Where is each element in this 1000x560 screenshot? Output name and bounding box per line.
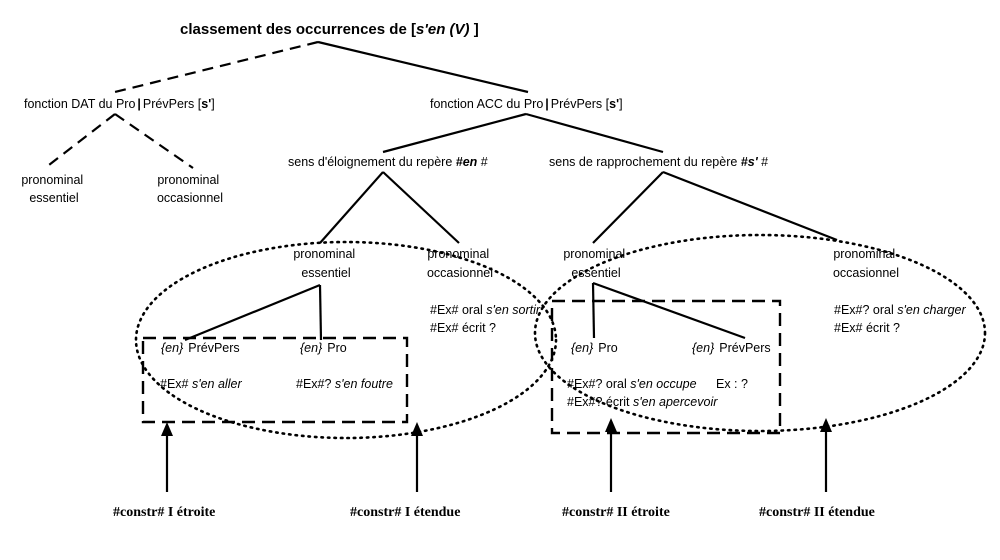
leaf-rap-pro: {en}Pro (571, 341, 618, 355)
edge-acc-eloignement (382, 112, 527, 154)
node-elo-pronominal-occasionnel: pronominal occasionnel (427, 247, 493, 280)
ellipse-construction-1 (134, 240, 558, 440)
edge-dat-essentiel (44, 113, 116, 169)
node-dat-pronominal-essentiel: pronominal essentiel (21, 173, 86, 205)
node-fonction-dat: fonction DAT du Pro|PrévPers [s'] (24, 97, 215, 111)
example-elo-occ-oral: #Ex# oral s'en sortir (430, 303, 541, 317)
example-rap-occ-oral: #Ex#? oral s'en charger (834, 303, 966, 317)
leaf-rap-prevpers: {en}PrévPers (692, 341, 771, 355)
leaf-elo-prevpers-example: #Ex# s'en aller (160, 377, 242, 391)
leaf-rap-pro-example-oral: #Ex#? oral s'en occupe (567, 377, 697, 391)
node-elo-pronominal-essentiel: pronominal essentiel (293, 247, 358, 280)
leaf-elo-prevpers: {en}PrévPers (161, 341, 240, 355)
edge-rap-ess-prevpers (592, 281, 746, 340)
ellipse-construction-2 (533, 233, 987, 433)
node-rap-pronominal-essentiel: pronominal essentiel (563, 247, 628, 280)
construction-2-etroite: #constr# II étroite (562, 505, 670, 520)
leaf-elo-pro: {en}Pro (300, 341, 347, 355)
edge-rap-occasionnel (662, 170, 838, 242)
edge-elo-occasionnel (382, 171, 460, 244)
arrow-1-head (161, 422, 173, 436)
example-rap-occ-ecrit: #Ex# écrit ? (834, 321, 900, 335)
edge-root-dat (114, 40, 319, 94)
edge-acc-rapprochement (525, 112, 664, 154)
edge-elo-ess-prevpers (184, 283, 321, 342)
box-construction-1-etroite (141, 336, 409, 424)
construction-1-etroite: #constr# I étroite (113, 505, 215, 520)
diagram-title: classement des occurrences de [s'en (V) … (180, 21, 479, 38)
arrows (161, 418, 832, 492)
node-sens-rapprochement: sens de rapprochement du repère #s' # (549, 155, 768, 169)
arrow-4-head (820, 418, 832, 432)
node-sens-eloignement: sens d'éloignement du repère #en # (288, 155, 488, 169)
edge-rap-ess-pro (591, 282, 596, 339)
arrow-3-head (605, 418, 617, 432)
edge-elo-ess-pro (318, 284, 323, 341)
edge-dat-occasionnel (114, 113, 194, 169)
node-fonction-acc: fonction ACC du Pro|PrévPers [s'] (430, 97, 623, 111)
leaf-elo-pro-example: #Ex#? s'en foutre (296, 377, 393, 391)
example-elo-occ-ecrit: #Ex# écrit ? (430, 321, 496, 335)
leaf-rap-prevpers-example: Ex : ? (716, 377, 748, 391)
edge-rap-essentiel (592, 171, 664, 244)
box-construction-2-etroite (550, 299, 782, 435)
construction-1-etendue: #constr# I étendue (350, 505, 460, 520)
node-dat-pronominal-occasionnel: pronominal occasionnel (157, 173, 223, 205)
leaf-rap-pro-example-ecrit: #Ex#? écrit s'en apercevoir (567, 395, 718, 409)
tree-edges (44, 40, 838, 342)
edge-root-acc (317, 40, 529, 94)
edge-elo-essentiel (319, 171, 384, 244)
construction-2-etendue: #constr# II étendue (759, 505, 875, 520)
node-rap-pronominal-occasionnel: pronominal occasionnel (833, 247, 899, 280)
arrow-2-head (411, 422, 423, 436)
